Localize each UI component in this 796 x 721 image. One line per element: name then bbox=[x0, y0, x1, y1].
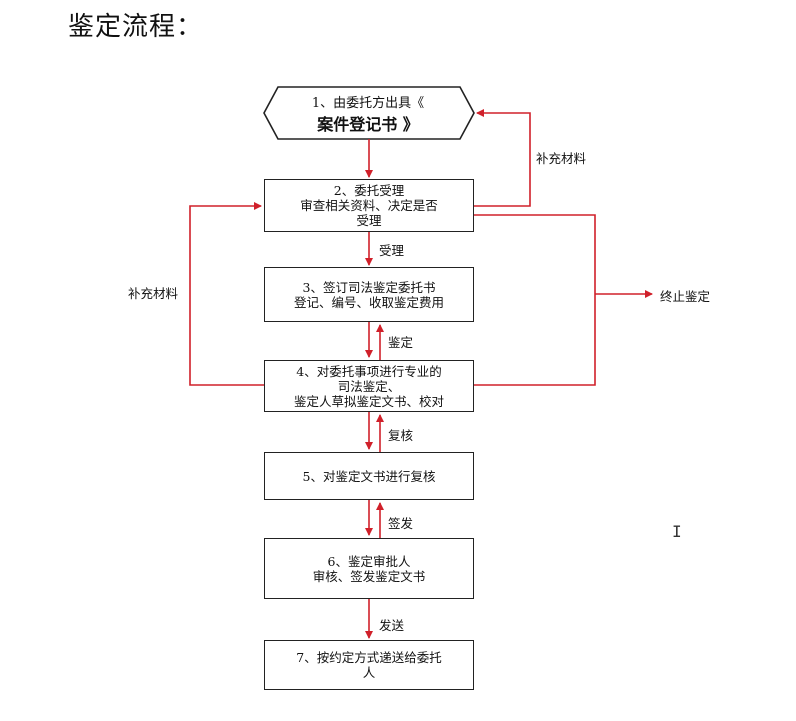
step-7-line-1: 7、按约定方式递送给委托 bbox=[296, 650, 442, 665]
step-3-node: 3、签订司法鉴定委托书 登记、编号、收取鉴定费用 bbox=[264, 267, 474, 322]
step-1-hexagon bbox=[263, 86, 475, 140]
step-3-line-2: 登记、编号、收取鉴定费用 bbox=[293, 294, 444, 310]
text-cursor-icon: I bbox=[672, 522, 682, 541]
step-2-line-3: 受理 bbox=[356, 213, 382, 228]
step-4-node: 4、对委托事项进行专业的 司法鉴定、 鉴定人草拟鉴定文书、校对 bbox=[264, 360, 474, 412]
step-6-node: 6、鉴定审批人 审核、签发鉴定文书 bbox=[264, 538, 474, 599]
step-1-node: 1、由委托方出具《 案件登记书 》 bbox=[262, 87, 474, 139]
line-terminate-from-2 bbox=[474, 214, 596, 386]
step-2-node: 2、委托受理 审查相关资料、决定是否 受理 bbox=[264, 179, 474, 232]
step-6-line-1: 6、鉴定审批人 bbox=[327, 553, 411, 569]
label-terminate: 终止鉴定 bbox=[660, 289, 711, 304]
step-1-line-2: 案件登记书 》 bbox=[317, 114, 419, 134]
step-7-node: 7、按约定方式递送给委托 人 bbox=[264, 640, 474, 690]
step-3-line-1: 3、签订司法鉴定委托书 bbox=[302, 279, 436, 295]
step-5-line-1: 5、对鉴定文书进行复核 bbox=[302, 468, 436, 484]
step-6-line-2: 审核、签发鉴定文书 bbox=[312, 568, 426, 584]
step-2-line-2: 审查相关资料、决定是否 bbox=[300, 198, 438, 213]
arrow-supplement-right bbox=[474, 109, 531, 207]
label-supplement-right: 补充材料 bbox=[536, 151, 587, 166]
step-1-line-1: 1、由委托方出具《 bbox=[311, 95, 425, 111]
label-supplement-left: 补充材料 bbox=[128, 286, 179, 301]
label-review: 复核 bbox=[388, 428, 414, 443]
step-4-line-3: 鉴定人草拟鉴定文书、校对 bbox=[293, 393, 444, 409]
label-accept: 受理 bbox=[379, 243, 405, 258]
step-2-line-1: 2、委托受理 bbox=[333, 183, 405, 198]
arrow-supplement-left bbox=[189, 202, 264, 386]
step-7-line-2: 人 bbox=[362, 665, 376, 680]
label-deliver: 发送 bbox=[379, 618, 405, 633]
page-title: 鉴定流程： bbox=[68, 12, 204, 42]
step-4-line-2: 司法鉴定、 bbox=[337, 378, 401, 394]
step-4-line-1: 4、对委托事项进行专业的 bbox=[296, 363, 442, 379]
label-appraise: 鉴定 bbox=[388, 335, 414, 350]
step-5-node: 5、对鉴定文书进行复核 bbox=[264, 452, 474, 500]
label-sign: 签发 bbox=[388, 516, 414, 531]
